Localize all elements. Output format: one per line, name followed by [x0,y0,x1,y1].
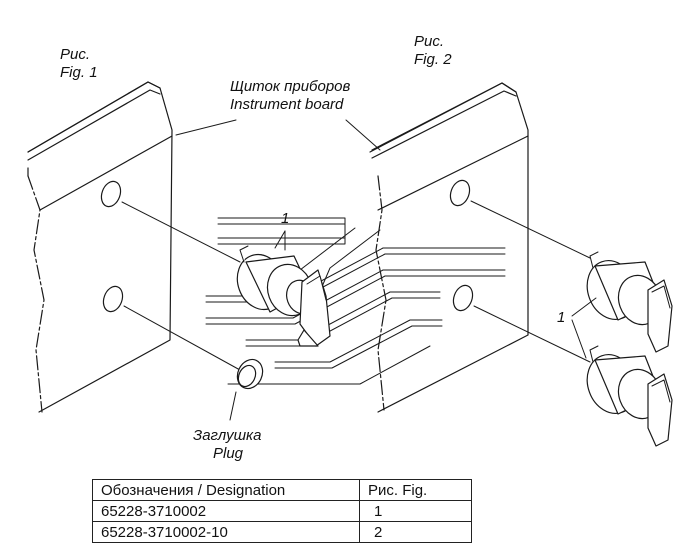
switch-fig2-lower [586,345,673,447]
table-row: 65228-3710002-10 2 [92,521,472,543]
table-cell-designation: 65228-3710002 [92,500,360,522]
fig2-label: Рис. Fig. 2 [414,33,452,69]
fig1-label: Рис. Fig. 1 [60,46,98,82]
instrument-board-label-ru: Щиток приборов [230,78,351,95]
switch-fig2-leader-lines [470,200,597,363]
table-cell-fig: 1 [359,500,472,522]
fig1-label-ru: Рис. [60,46,91,63]
table-header-row: Обозначения / Designation Рис. Fig. [92,479,472,501]
table-cell-designation: 65228-3710002-10 [92,521,360,543]
callout-switch-fig2: 1 [557,309,566,326]
column-header-fig: Рис. Fig. [359,479,472,501]
callout-switch-fig1: 1 [281,210,290,227]
fig2-number: 2 [443,51,452,68]
switch-fig1-leader-lines [121,201,286,371]
switch-fig2-upper [586,251,673,353]
plug [229,358,264,421]
instrument-board-label-en: Instrument board [230,96,344,113]
column-header-designation: Обозначения / Designation [92,479,360,501]
switch-fig1 [236,245,331,347]
fig1-label-en: Fig. 1 [60,64,98,81]
plug-label-ru: Заглушка [193,427,262,444]
instrument-board-label: Щиток приборов Instrument board [230,78,350,114]
fig2-label-en: Fig. 2 [414,51,452,68]
instrument-board-panel-fig1 [27,81,173,413]
table-row: 65228-3710002 1 [92,500,472,522]
fig2-label-ru: Рис. [414,33,445,50]
designation-table: Обозначения / Designation Рис. Fig. 6522… [92,479,472,543]
plug-label: Заглушка Plug [193,427,261,463]
instrument-board-leaders [175,119,381,151]
fig1-number: 1 [89,64,98,81]
plug-label-en: Plug [213,445,244,462]
table-cell-fig: 2 [359,521,472,543]
